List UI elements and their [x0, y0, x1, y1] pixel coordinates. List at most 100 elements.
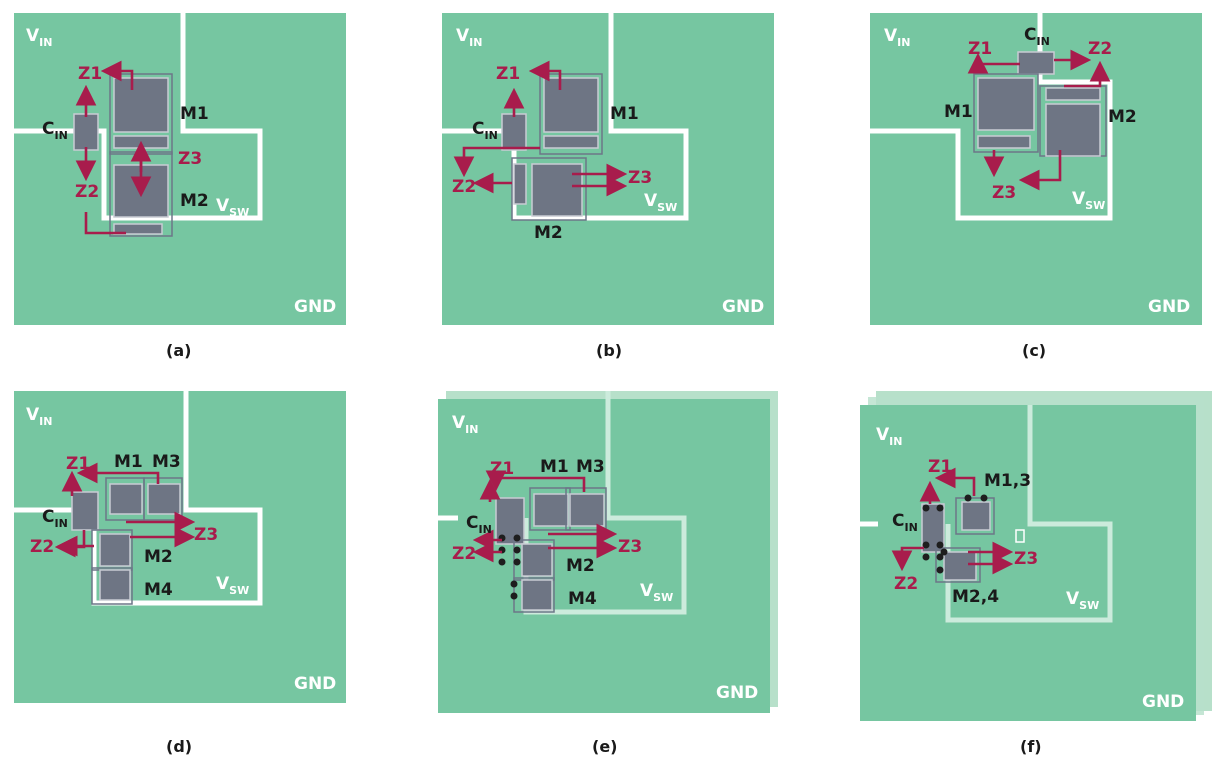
m1-die	[977, 77, 1035, 131]
gnd-label: GND	[722, 297, 764, 317]
z2-label: Z2	[452, 544, 476, 564]
z3-label: Z3	[618, 537, 642, 557]
m3-label: M3	[152, 452, 181, 472]
m1-label: M1	[114, 452, 143, 472]
z2-label: Z2	[75, 182, 99, 202]
panel-f: VIN VSW GND CIN Z1 Z2 Z3 M1,3 M2,4 (f)	[860, 391, 1212, 756]
vsw-label: VSW	[1072, 189, 1105, 212]
m4-die	[99, 569, 131, 601]
vias	[922, 494, 988, 574]
m2-pins	[1045, 87, 1101, 101]
m4-die	[521, 579, 553, 611]
m2-die	[99, 533, 131, 567]
z3-label: Z3	[1014, 549, 1038, 569]
m1-label: M1	[610, 104, 639, 124]
cin-label: CIN	[466, 513, 492, 536]
z2-label: Z2	[452, 177, 476, 197]
m1-die	[113, 77, 169, 133]
z3-label: Z3	[628, 168, 652, 188]
caption-d: (d)	[166, 737, 192, 756]
z2-label: Z2	[1088, 39, 1112, 59]
m3-package	[565, 487, 607, 531]
input-capacitor	[71, 491, 99, 531]
m1-die	[543, 77, 599, 133]
z1-label: Z1	[968, 39, 992, 59]
m1-3-label: M1,3	[984, 471, 1031, 491]
panel-e: VIN VSW GND CIN Z1 Z2 Z3 M1 M3 M2 M4 (e)	[438, 391, 778, 756]
pcb-board	[442, 13, 774, 325]
caption-c: (c)	[1022, 341, 1046, 360]
m3-die	[147, 483, 181, 515]
panel-c: VIN VSW GND CIN Z1 Z2 Z3 M1 M2 (c)	[870, 13, 1202, 360]
m1-3-package	[955, 497, 995, 535]
m2-label: M2	[1108, 107, 1137, 127]
cin-label: CIN	[1024, 25, 1050, 48]
m4-label: M4	[568, 589, 597, 609]
m4-label: M4	[144, 580, 173, 600]
m1-package	[973, 73, 1039, 153]
vin-label: VIN	[452, 413, 478, 436]
caption-a: (a)	[166, 341, 191, 360]
z2-arrow-cap	[453, 146, 540, 178]
z1-label: Z1	[66, 454, 90, 474]
m2-package	[511, 157, 587, 221]
gnd-label: GND	[294, 297, 336, 317]
vin-label: VIN	[26, 26, 52, 49]
m1-3-die	[961, 501, 991, 531]
panel-a: VIN VSW GND CIN Z1 Z2 Z3 M1 M2 (a)	[14, 13, 346, 360]
m2-die	[521, 543, 553, 577]
caption-b: (b)	[596, 341, 622, 360]
z3-arrow	[1018, 150, 1062, 191]
z2-arrow	[891, 546, 924, 572]
z3-label: Z3	[194, 525, 218, 545]
m2-die	[531, 163, 583, 217]
z2-arrow-up	[1064, 60, 1111, 88]
panel-d: VIN VSW GND CIN Z1 Z2 Z3 M1 M3 M2 M4 (d)	[14, 391, 346, 756]
m1-label: M1	[540, 457, 569, 477]
z2-arrow-return	[84, 212, 126, 235]
z2-label: Z2	[894, 574, 918, 594]
vsw-label: VSW	[644, 191, 677, 214]
back-plane-boundary	[945, 405, 1113, 623]
gnd-label: GND	[716, 683, 758, 703]
m3-die	[569, 493, 605, 527]
m1-die	[109, 483, 143, 515]
m2-label: M2	[534, 223, 563, 243]
gnd-label: GND	[1142, 692, 1184, 712]
z1-label: Z1	[490, 459, 514, 479]
z1-label: Z1	[78, 64, 102, 84]
m2-4-die	[943, 551, 977, 581]
gnd-label: GND	[294, 674, 336, 694]
vsw-label: VSW	[640, 581, 673, 604]
vsw-label: VSW	[216, 574, 249, 597]
m1-package	[539, 73, 603, 155]
caption-e: (e)	[592, 737, 617, 756]
z1-arrow	[967, 52, 1020, 74]
input-capacitor	[921, 503, 945, 553]
m2-label: M2	[566, 556, 595, 576]
vin-label: VIN	[884, 26, 910, 49]
z1-label: Z1	[496, 64, 520, 84]
input-capacitor	[501, 113, 527, 151]
z1-arrow	[76, 462, 160, 484]
z1-arrow	[528, 60, 562, 90]
m2-die	[1045, 103, 1101, 157]
plane-boundary	[14, 13, 263, 221]
cin-label: CIN	[42, 119, 68, 142]
input-capacitor	[1017, 51, 1055, 75]
z1-arrow	[100, 60, 134, 90]
plane-boundary	[870, 13, 1113, 221]
m1-label: M1	[944, 102, 973, 122]
m2-pins	[113, 223, 163, 235]
z3-label: Z3	[992, 183, 1016, 203]
m3-label: M3	[576, 457, 605, 477]
switch-node-pad	[1015, 529, 1025, 543]
vias	[498, 534, 521, 600]
m3-package	[143, 477, 183, 521]
m1-die	[533, 493, 569, 527]
z1-arrow	[934, 467, 976, 496]
z3-label: Z3	[178, 149, 202, 169]
cin-label: CIN	[42, 507, 68, 530]
pcb-board	[438, 399, 770, 713]
